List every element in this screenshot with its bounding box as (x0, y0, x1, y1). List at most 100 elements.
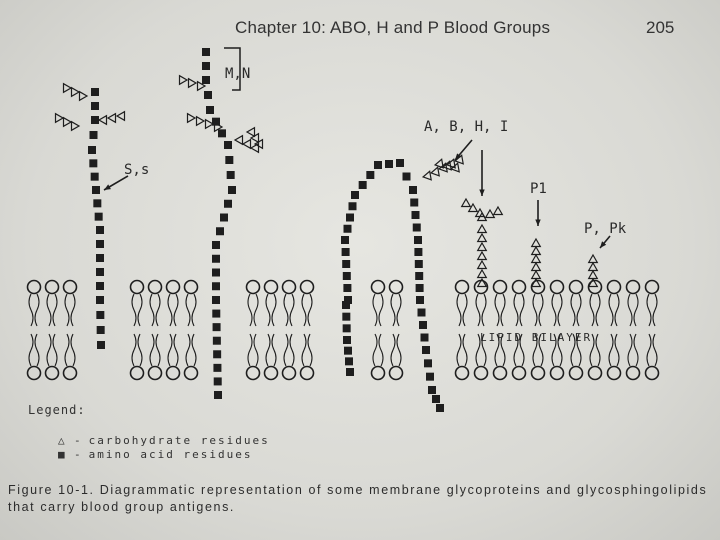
amino-acid-residue (213, 350, 222, 359)
lipid-tail (627, 293, 639, 327)
amino-acid-residue (224, 199, 232, 208)
amino-acid-residue (358, 181, 367, 189)
lipid-head (454, 365, 470, 381)
lipid-head (62, 279, 78, 295)
amino-acid-residue (416, 296, 424, 304)
lipid-tail (570, 293, 582, 327)
lipid-head (299, 279, 315, 295)
amino-acid-residue (213, 363, 222, 372)
lipid-tail (28, 333, 40, 367)
amino-acid-residue (436, 404, 444, 412)
lipid-tail (532, 333, 544, 367)
mn-bracket (224, 47, 241, 91)
lipid-tail (185, 293, 197, 327)
amino-acid-residue (213, 377, 222, 386)
lipid-tail (301, 293, 313, 327)
lipid-tail (28, 293, 40, 327)
amino-acid-residue (342, 324, 351, 333)
amino-acid-residue (412, 223, 421, 232)
carbohydrate-residue (186, 112, 197, 124)
lipid-head (568, 365, 584, 381)
amino-acid-residue (96, 311, 105, 319)
lipid-head (62, 365, 78, 381)
lipid-bilayer (26, 279, 660, 381)
amino-acid-residue (419, 321, 427, 329)
carbohydrate-residue (587, 253, 599, 264)
amino-acid-residue (396, 159, 404, 167)
amino-acid-residue (96, 282, 104, 290)
lipid-head (183, 365, 199, 381)
lipid-head (606, 279, 622, 295)
lipid-head (388, 365, 404, 381)
carbohydrate-residue (476, 241, 488, 252)
carbohydrate-residue (530, 253, 542, 264)
amino-acid-residue (374, 161, 382, 169)
lipid-tail (456, 293, 468, 327)
carbohydrate-residue (54, 112, 65, 124)
carbohydrate-residue (530, 269, 542, 280)
amino-acid-residue (89, 131, 98, 139)
lipid-tail (283, 333, 295, 367)
amino-acid-residue (415, 272, 424, 280)
lipid-tail (608, 293, 620, 327)
arrow-head (455, 153, 462, 160)
amino-acid-residue (89, 159, 98, 168)
legend-item-amino-acid: ■-amino acid residues (58, 448, 253, 461)
carbohydrate-residue (476, 232, 488, 243)
amino-acid-residue (225, 156, 234, 164)
carbohydrate-residues (54, 74, 599, 288)
amino-acid-residue (212, 336, 221, 345)
carbohydrate-residue (421, 170, 432, 181)
carbohydrate-residue (433, 158, 444, 169)
carbohydrate-residue (476, 277, 488, 288)
amino-acid-residue (212, 309, 221, 318)
lipid-tail (46, 333, 58, 367)
lipid-head (26, 279, 42, 295)
caption-text: Diagrammatic representation of some memb… (8, 483, 708, 514)
lipid-head (263, 279, 279, 295)
amino-acid-residue (402, 172, 411, 181)
lipid-head (492, 279, 508, 295)
lipid-tail (301, 333, 313, 367)
amino-acid-residue (212, 254, 220, 263)
lipid-tail (494, 333, 506, 367)
amino-acid-residue (344, 296, 352, 304)
lipid-tail (265, 293, 277, 327)
amino-acid-residue (411, 211, 420, 219)
label-ppk: P, Pk (584, 221, 627, 237)
amino-acid-residue (342, 312, 351, 321)
lipid-tail (570, 333, 582, 367)
lipid-head (147, 365, 163, 381)
lipid-head (129, 365, 145, 381)
arrow-head (104, 184, 111, 190)
chapter-header: Chapter 10: ABO, H and P Blood Groups (235, 18, 551, 37)
amino-acid-residue (342, 272, 351, 280)
carbohydrate-residue (106, 112, 117, 124)
lipid-tail (167, 293, 179, 327)
amino-acid-residue (96, 240, 104, 248)
amino-acid-residue (420, 333, 429, 342)
lipid-head (454, 279, 470, 295)
figure-caption: Figure 10-1. Diagrammatic representation… (8, 482, 718, 516)
membrane-diagram: M,N S,s A, B, H, I P1 P, Pk LIPID BILAYE… (26, 47, 660, 412)
carbohydrate-residue (241, 138, 252, 150)
carbohydrate-residue (492, 205, 504, 216)
carbohydrate-residue (249, 132, 260, 144)
amino-acid-residue (91, 116, 99, 124)
lipid-tail (475, 293, 487, 327)
lipid-head (370, 279, 386, 295)
amino-acid-residue (422, 346, 430, 354)
label-abhi: A, B, H, I (424, 119, 508, 135)
carbohydrate-residue (62, 116, 73, 128)
carbohydrate-residue (115, 110, 126, 122)
lipid-head (644, 279, 660, 295)
amino-acid-residue (345, 357, 353, 366)
amino-acid-residue (424, 359, 432, 368)
lipid-head (473, 365, 489, 381)
lipid-head (625, 279, 641, 295)
carbohydrate-residue (178, 74, 189, 86)
amino-acid-residue (212, 268, 220, 277)
amino-acid-residue (94, 212, 103, 221)
amino-acid-residue (220, 213, 228, 222)
lipid-head (388, 279, 404, 295)
